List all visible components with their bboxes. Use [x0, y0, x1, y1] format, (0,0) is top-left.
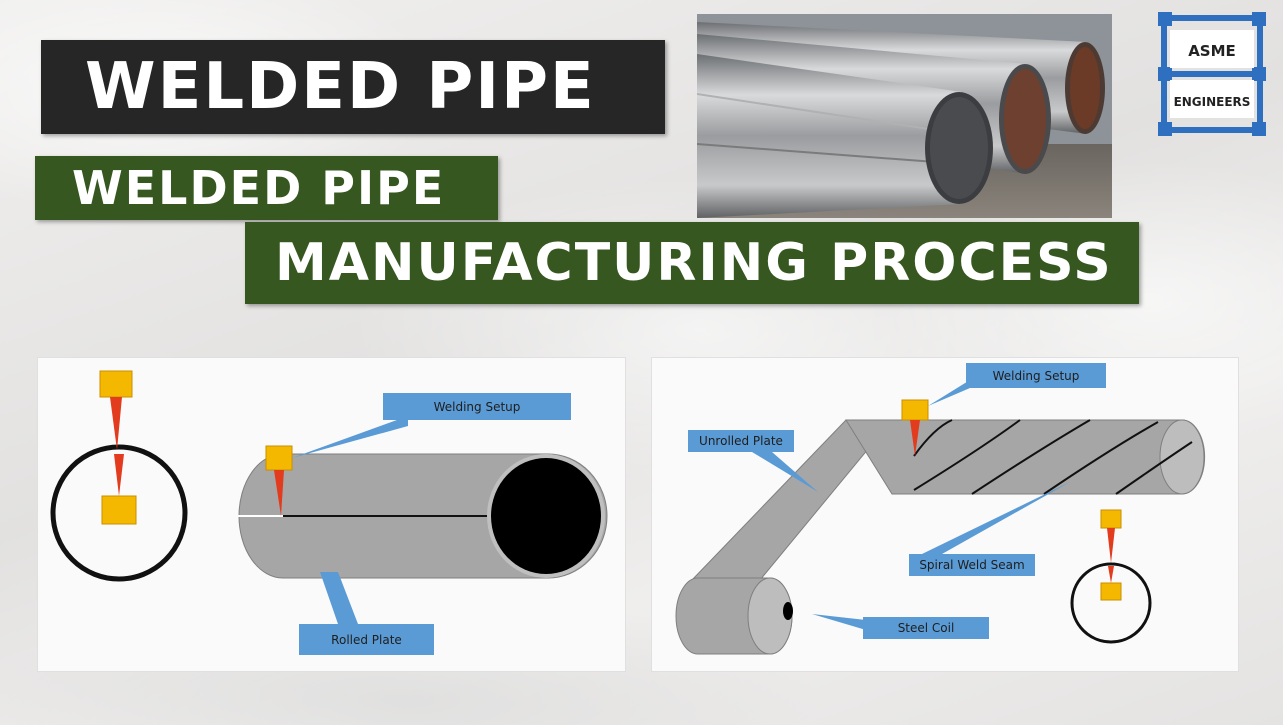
- cross-section-arc-bottom: [1108, 566, 1114, 583]
- longitudinal-weld-drawing: [50, 370, 608, 624]
- spiral-weld-diagram: Welding Setup Unrolled Plate Spiral Weld…: [651, 357, 1239, 672]
- logo-line-1: ASME: [1188, 42, 1236, 60]
- steel-coil-pointer: [812, 614, 866, 630]
- subtitle-line-2: MANUFACTURING PROCESS: [275, 233, 1113, 293]
- weld-torch: [274, 470, 284, 516]
- spiral-weld-drawing: [675, 380, 1206, 655]
- spiral-weld-seam-label: Spiral Weld Seam: [909, 554, 1035, 576]
- main-title: WELDED PIPE: [85, 50, 596, 124]
- subtitle-banner-1: WELDED PIPE: [35, 156, 498, 220]
- welding-setup-pointer: [292, 416, 408, 458]
- welding-electrode-bottom: [101, 495, 137, 525]
- steel-coil-core: [783, 602, 793, 620]
- unrolled-plate-label: Unrolled Plate: [688, 430, 794, 452]
- welding-setup-label: Welding Setup: [383, 393, 571, 420]
- unrolled-plate-pointer: [752, 452, 818, 492]
- spiral-pipe-body: [845, 419, 1206, 495]
- main-title-banner: WELDED PIPE: [41, 40, 665, 134]
- pipe-cross-section: [50, 444, 188, 582]
- spiral-weld-seam-pointer: [922, 482, 1070, 554]
- asme-engineers-logo: ASME ENGINEERS: [1156, 10, 1268, 138]
- cross-section-arc-top: [1107, 528, 1115, 563]
- welding-head: [265, 445, 293, 471]
- steel-coil-label: Steel Coil: [863, 617, 989, 639]
- welded-pipes-photo: [697, 14, 1112, 218]
- cross-section-electrode-bottom: [1100, 582, 1122, 601]
- weld-arc-bottom: [114, 454, 124, 496]
- pipes-illustration: [697, 14, 1112, 218]
- subtitle-line-1: WELDED PIPE: [72, 161, 446, 215]
- rolled-plate-label: Rolled Plate: [299, 624, 434, 655]
- spiral-seam-lines: [913, 419, 1193, 495]
- logo-line-2: ENGINEERS: [1174, 95, 1251, 109]
- weld-torch: [910, 420, 920, 456]
- longitudinal-weld-diagram: Welding Setup Rolled Plate: [37, 357, 626, 672]
- cross-section-electrode-top: [1100, 509, 1122, 529]
- weld-arc-top: [110, 397, 122, 450]
- welding-electrode-top: [99, 370, 133, 398]
- welding-head: [901, 399, 929, 421]
- logo-graphic: ASME ENGINEERS: [1158, 12, 1266, 136]
- welding-setup-label: Welding Setup: [966, 363, 1106, 388]
- pipe-opening: [491, 458, 601, 574]
- subtitle-banner-2: MANUFACTURING PROCESS: [245, 222, 1139, 304]
- welding-setup-pointer: [928, 380, 970, 406]
- spiral-pipe-end: [1159, 419, 1205, 495]
- spiral-pipe-cross-section: [1070, 562, 1152, 644]
- rolled-plate-pointer: [320, 572, 358, 624]
